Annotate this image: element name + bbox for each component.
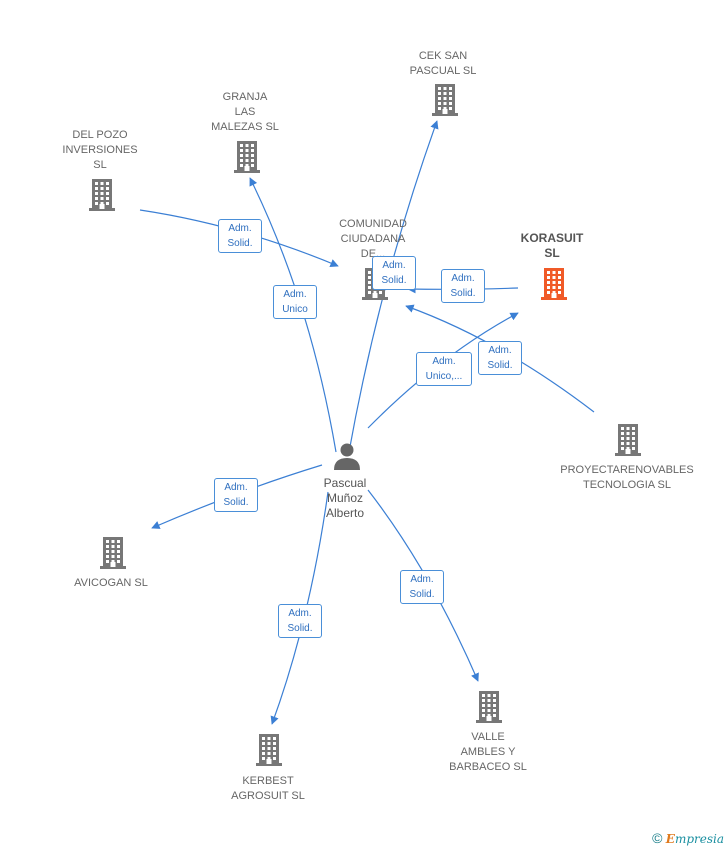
- person-label[interactable]: Pascual Muñoz Alberto: [323, 476, 367, 520]
- building-icon[interactable]: [474, 690, 504, 729]
- edge-label-proyecta[interactable]: Adm. Solid.: [441, 269, 485, 303]
- person-icon[interactable]: [332, 441, 362, 476]
- building-icon[interactable]: [254, 733, 284, 772]
- brand-logo: Empresia: [665, 832, 724, 846]
- building-icon[interactable]: [98, 536, 128, 575]
- edge-label-comunidad[interactable]: Adm. Solid.: [372, 256, 416, 290]
- building-icon[interactable]: [232, 140, 262, 179]
- company-label-korasuit[interactable]: KORASUIT SL: [520, 231, 584, 260]
- edge-layer: [139, 120, 595, 725]
- edge-label-proyecta-korasuit[interactable]: Adm. Solid.: [478, 341, 522, 375]
- company-label-cek[interactable]: CEK SAN PASCUAL SL: [409, 50, 477, 77]
- company-label-proyecta[interactable]: PROYECTARENOVABLES TECNOLOGIA SL: [560, 464, 694, 491]
- footer-brand: © Empresia: [652, 830, 724, 846]
- building-icon[interactable]: [87, 178, 117, 217]
- company-label-avicogan[interactable]: AVICOGAN SL: [74, 577, 148, 589]
- company-label-valle[interactable]: VALLE AMBLES Y BARBACEO SL: [449, 731, 527, 773]
- company-label-granja[interactable]: GRANJA LAS MALEZAS SL: [211, 91, 279, 133]
- edge-label-delpozo[interactable]: Adm. Solid.: [218, 219, 262, 253]
- edge-label-avicogan[interactable]: Adm. Solid.: [214, 478, 258, 512]
- building-icon[interactable]: [613, 423, 643, 462]
- copyright-icon: ©: [652, 830, 663, 846]
- company-label-kerbest[interactable]: KERBEST AGROSUIT SL: [231, 775, 305, 802]
- building-icon[interactable]: [539, 267, 569, 306]
- edge-label-granja[interactable]: Adm. Unico: [273, 285, 317, 319]
- edge-label-korasuit-center[interactable]: Adm. Unico,...: [416, 352, 472, 386]
- building-icon[interactable]: [430, 83, 460, 122]
- edge-label-valle[interactable]: Adm. Solid.: [400, 570, 444, 604]
- edge-label-kerbest[interactable]: Adm. Solid.: [278, 604, 322, 638]
- company-label-delpozo[interactable]: DEL POZO INVERSIONES SL: [62, 129, 138, 171]
